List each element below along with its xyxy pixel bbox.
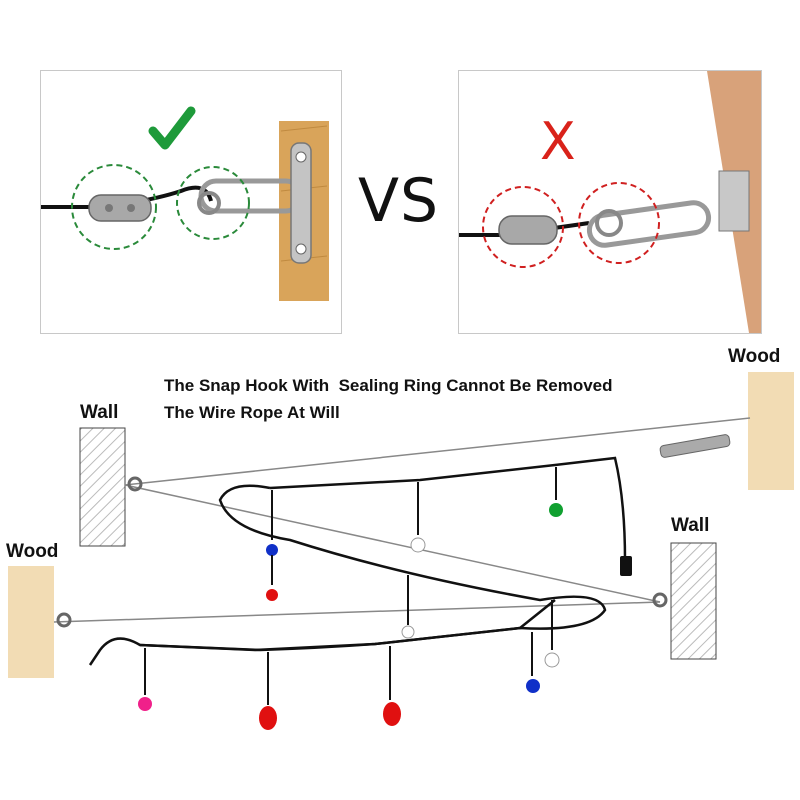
highlight-circle [482, 186, 564, 268]
caption-line-1: The Snap Hook With Sealing Ring Cannot B… [164, 376, 613, 395]
bulb-blue [266, 544, 278, 556]
wood-block-left [8, 566, 54, 678]
bulb-blue [526, 679, 540, 693]
correct-install-panel [40, 70, 342, 334]
sealing-ring [595, 209, 623, 237]
bulb-red [383, 702, 401, 726]
wrong-mark-icon: X [540, 112, 576, 172]
highlight-circle [578, 182, 660, 264]
check-icon [148, 106, 196, 150]
light-cord [88, 484, 607, 666]
eye-plate [718, 170, 750, 232]
wrong-install-panel [458, 70, 762, 334]
highlight-circle [176, 166, 250, 240]
wrong-install-illustration [459, 71, 761, 333]
bulb-white [410, 537, 426, 553]
wood-left-label: Wood [6, 541, 59, 562]
highlight-circle [71, 164, 157, 250]
wood-right-label: Wood [728, 346, 781, 367]
sealing-ring [197, 191, 221, 215]
turnbuckle [659, 434, 731, 458]
bulb-white [401, 625, 415, 639]
wood-block-right [748, 372, 794, 490]
rope-clamp [88, 194, 152, 222]
snap-hook [586, 200, 712, 248]
vs-label: VS [358, 166, 440, 236]
hook-icon [56, 612, 72, 628]
support-rope [53, 601, 661, 623]
bulb-white [544, 652, 560, 668]
caption-line-2: The Wire Rope At Will [164, 403, 340, 422]
light-cord [139, 599, 556, 652]
bulb-red [259, 706, 277, 730]
rope-clamp [498, 215, 558, 245]
support-rope [124, 417, 751, 486]
wall-right-label: Wall [671, 515, 710, 536]
bulbs [138, 467, 563, 730]
wall-right [670, 542, 717, 660]
light-cord [269, 456, 627, 561]
plug-icon [620, 556, 632, 576]
hook-icon [652, 592, 668, 608]
hook-icon [127, 476, 143, 492]
wall-left-label: Wall [80, 402, 119, 423]
bulb-green [549, 503, 563, 517]
support-rope [124, 484, 661, 603]
correct-install-illustration [41, 106, 329, 301]
eye-plate [290, 142, 312, 264]
bulb-pink [138, 697, 152, 711]
wall-left [79, 427, 126, 547]
bulb-red [266, 589, 278, 601]
